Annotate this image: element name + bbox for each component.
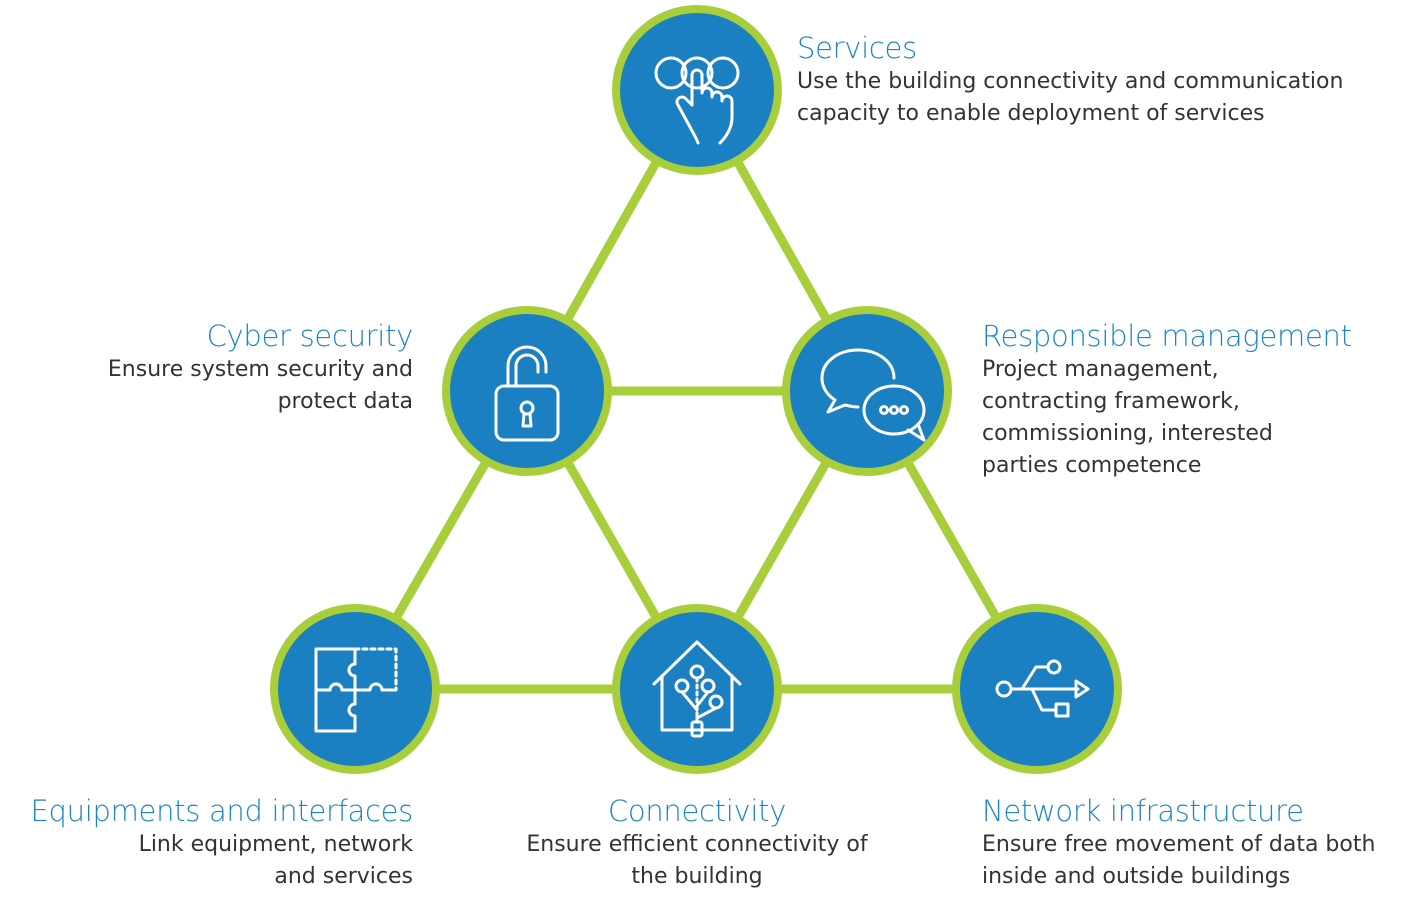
equipments-interfaces-node bbox=[270, 604, 440, 774]
responsible-management-title: Responsible management bbox=[982, 319, 1352, 353]
cyber-security-node bbox=[442, 306, 612, 476]
connectivity-description: Ensure efficient connectivity of the bui… bbox=[526, 832, 868, 889]
network-infrastructure-description: Ensure free movement of data both inside… bbox=[982, 832, 1376, 889]
network-infrastructure-label: Network infrastructure Ensure free movem… bbox=[982, 793, 1402, 893]
cyber-security-label: Cyber security Ensure system security an… bbox=[50, 318, 413, 418]
responsible-management-description: Project management, contracting framewor… bbox=[982, 357, 1273, 478]
usb-icon bbox=[995, 659, 1090, 718]
touch-hand-icon bbox=[654, 56, 740, 145]
connectivity-node bbox=[612, 604, 782, 774]
connectivity-title: Connectivity bbox=[607, 794, 787, 828]
equipments-interfaces-description: Link equipment, network and services bbox=[138, 832, 413, 889]
open-padlock-icon bbox=[494, 345, 560, 442]
equipments-interfaces-label: Equipments and interfaces Link equipment… bbox=[0, 793, 414, 893]
cyber-security-title: Cyber security bbox=[206, 319, 414, 353]
cyber-security-description: Ensure system security and protect data bbox=[107, 357, 413, 414]
equipments-interfaces-title: Equipments and interfaces bbox=[30, 794, 414, 828]
responsible-management-label: Responsible management Project managemen… bbox=[982, 318, 1402, 482]
connectivity-label: Connectivity Ensure efficient connectivi… bbox=[497, 793, 897, 893]
services-description: Use the building connectivity and commun… bbox=[797, 69, 1344, 126]
house-network-icon bbox=[652, 640, 742, 738]
services-label: Services Use the building connectivity a… bbox=[797, 30, 1397, 130]
chat-bubbles-icon bbox=[820, 348, 926, 442]
puzzle-icon bbox=[314, 647, 398, 733]
network-infrastructure-title: Network infrastructure bbox=[982, 794, 1304, 828]
services-title: Services bbox=[797, 31, 917, 65]
responsible-management-node bbox=[782, 306, 952, 476]
services-node bbox=[612, 5, 782, 175]
network-infrastructure-node bbox=[952, 604, 1122, 774]
